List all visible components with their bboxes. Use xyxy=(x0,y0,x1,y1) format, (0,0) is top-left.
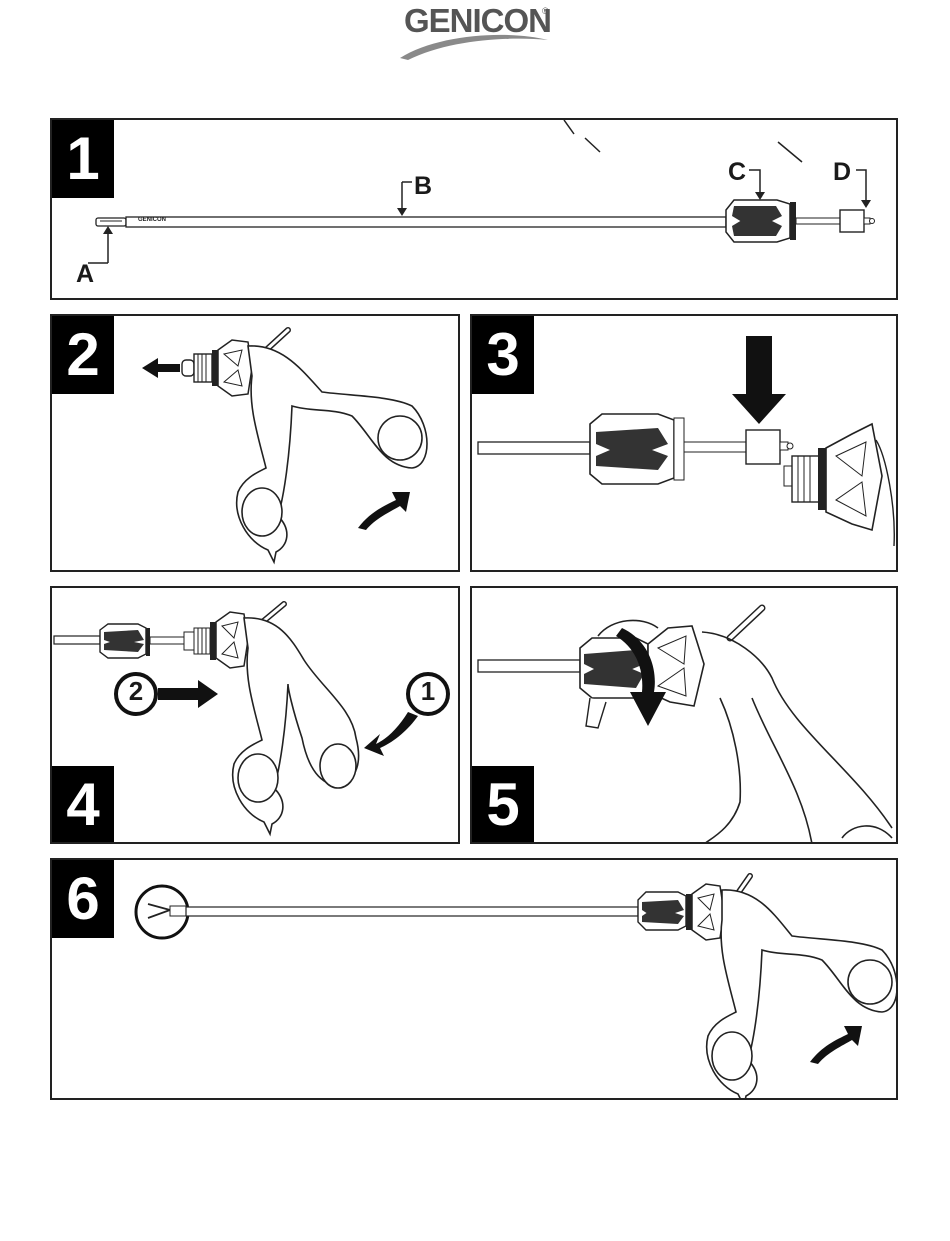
step-2-panel: 2 xyxy=(50,314,460,572)
shaft-brand-text: GENICON xyxy=(138,217,166,223)
push-arrow-icon xyxy=(158,680,218,708)
genicon-logo: GENICON ® xyxy=(398,2,554,62)
step-5-panel: 5 xyxy=(470,586,898,844)
step-marker-1-label: 1 xyxy=(416,676,440,707)
callout-b: B xyxy=(414,172,432,201)
callout-a: A xyxy=(76,260,94,289)
callout-d: D xyxy=(833,158,851,187)
squeeze-handle-arrow-icon xyxy=(810,1026,862,1064)
brand-registered-mark: ® xyxy=(542,6,549,16)
step-6-panel: 6 xyxy=(50,858,898,1100)
handle-attachment-drawing xyxy=(52,588,460,844)
rotate-arrow-icon xyxy=(358,492,410,530)
step-4-panel: 4 2 1 xyxy=(50,586,460,844)
insert-arrow-icon xyxy=(732,336,786,424)
step-marker-2-label: 2 xyxy=(124,676,148,707)
knob-tighten-drawing xyxy=(472,588,898,844)
assembled-instrument-drawing xyxy=(52,860,898,1100)
logo-swoosh-icon xyxy=(398,30,554,62)
pull-arrow-icon xyxy=(142,358,180,378)
step-1-panel: 1 GENICON A B C D xyxy=(50,118,898,300)
callout-c: C xyxy=(728,158,746,187)
step-3-panel: 3 xyxy=(470,314,898,572)
instrument-overview-drawing xyxy=(52,120,898,300)
insert-insert-drawing xyxy=(472,316,898,572)
squeeze-arrow-icon xyxy=(364,712,418,756)
handle-removal-drawing xyxy=(52,316,460,572)
